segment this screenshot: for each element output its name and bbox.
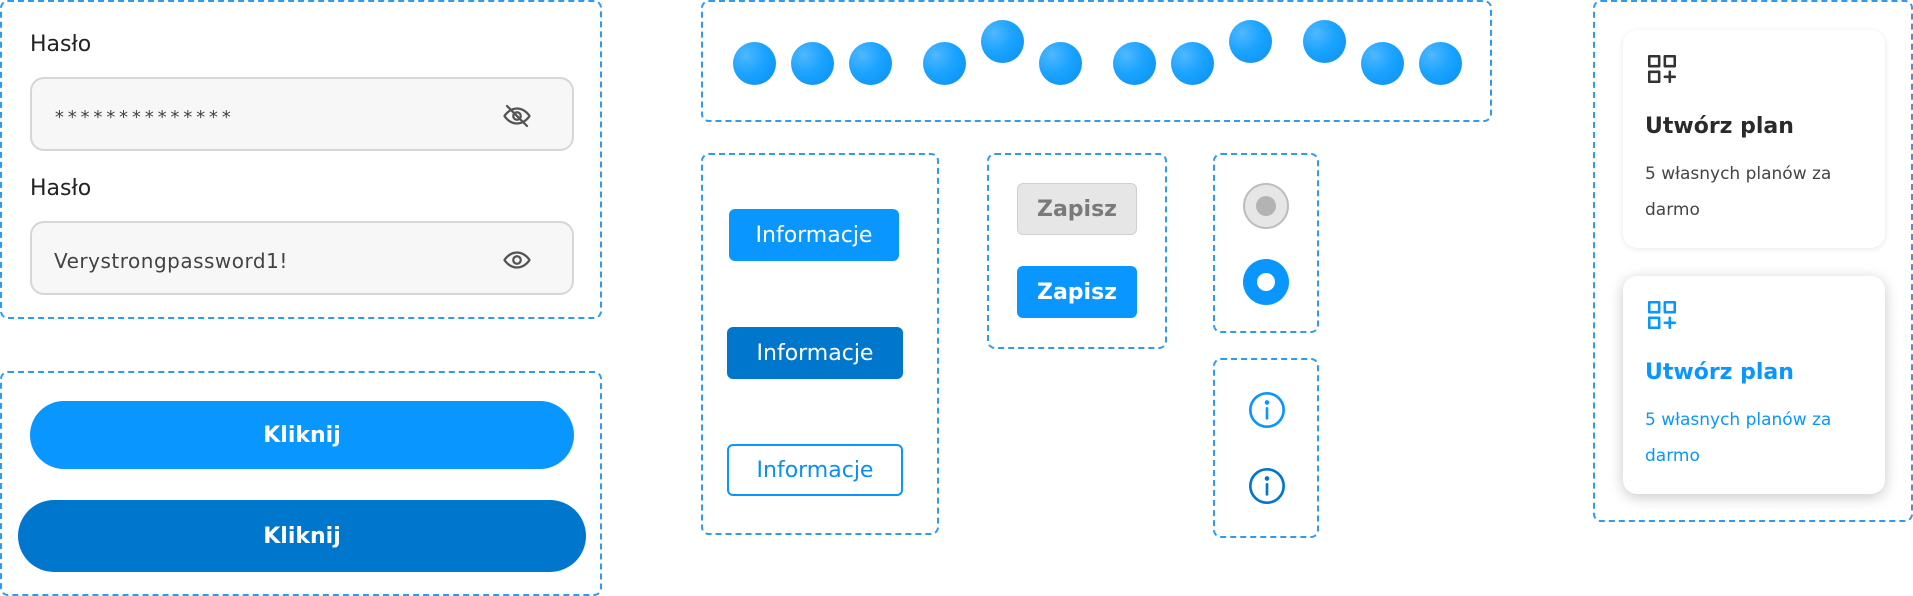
loader-dot [1113, 42, 1156, 85]
loader-dot [849, 42, 892, 85]
card-title: Utwórz plan [1645, 360, 1794, 385]
radio-panel [1213, 153, 1319, 333]
loader-dot [1303, 20, 1346, 63]
radio-inner-dot [1257, 273, 1275, 291]
password-value-masked: ************** [54, 107, 234, 128]
card-subtitle: 5 własnych planów za darmo [1645, 410, 1832, 466]
kliknij-button[interactable]: Kliknij [30, 401, 574, 469]
save-buttons-panel: Zapisz Zapisz [987, 153, 1167, 349]
primary-buttons-panel: Kliknij Kliknij [0, 371, 602, 596]
informacje-button[interactable]: Informacje [729, 209, 899, 261]
info-buttons-panel: Informacje Informacje Informacje [701, 153, 939, 535]
loader-dot [1419, 42, 1462, 85]
loader-dot [1229, 20, 1272, 63]
password-input-visible[interactable]: Verystrongpassword1! [30, 221, 574, 295]
zapisz-button[interactable]: Zapisz [1017, 266, 1137, 318]
password-value-visible: Verystrongpassword1! [54, 249, 288, 273]
loader-dot [981, 20, 1024, 63]
radio-inner-dot [1256, 196, 1276, 216]
informacje-button-hover[interactable]: Informacje [727, 327, 903, 379]
radio-button-disabled[interactable] [1243, 183, 1289, 229]
password-fields-panel: Hasło ************** Hasło Verystrongpas… [0, 0, 602, 319]
create-plan-card-selected[interactable]: Utwórz plan 5 własnych planów za darmo [1623, 276, 1885, 494]
info-icon[interactable] [1247, 390, 1287, 430]
info-icon-active[interactable] [1247, 466, 1287, 506]
password-label: Hasło [30, 176, 92, 201]
loader-dot [1039, 42, 1082, 85]
kliknij-button-pressed[interactable]: Kliknij [18, 500, 586, 572]
loader-dot [1171, 42, 1214, 85]
informacje-button-outline[interactable]: Informacje [727, 444, 903, 496]
loader-dots-panel [701, 0, 1492, 122]
plan-cards-panel: Utwórz plan 5 własnych planów za darmo U… [1593, 0, 1913, 522]
card-subtitle: 5 własnych planów za darmo [1645, 164, 1832, 220]
eye-off-icon[interactable] [502, 101, 532, 131]
create-plan-card[interactable]: Utwórz plan 5 własnych planów za darmo [1623, 30, 1885, 248]
loader-dot [733, 42, 776, 85]
radio-button-selected[interactable] [1243, 259, 1289, 305]
loader-dot [923, 42, 966, 85]
password-input-hidden[interactable]: ************** [30, 77, 574, 151]
loader-dot [791, 42, 834, 85]
loader-dot [1361, 42, 1404, 85]
add-grid-icon [1647, 300, 1677, 330]
zapisz-button-disabled[interactable]: Zapisz [1017, 183, 1137, 235]
password-label: Hasło [30, 32, 92, 57]
info-icons-panel [1213, 358, 1319, 538]
eye-icon[interactable] [502, 245, 532, 275]
card-title: Utwórz plan [1645, 114, 1794, 139]
add-grid-icon [1647, 54, 1677, 84]
